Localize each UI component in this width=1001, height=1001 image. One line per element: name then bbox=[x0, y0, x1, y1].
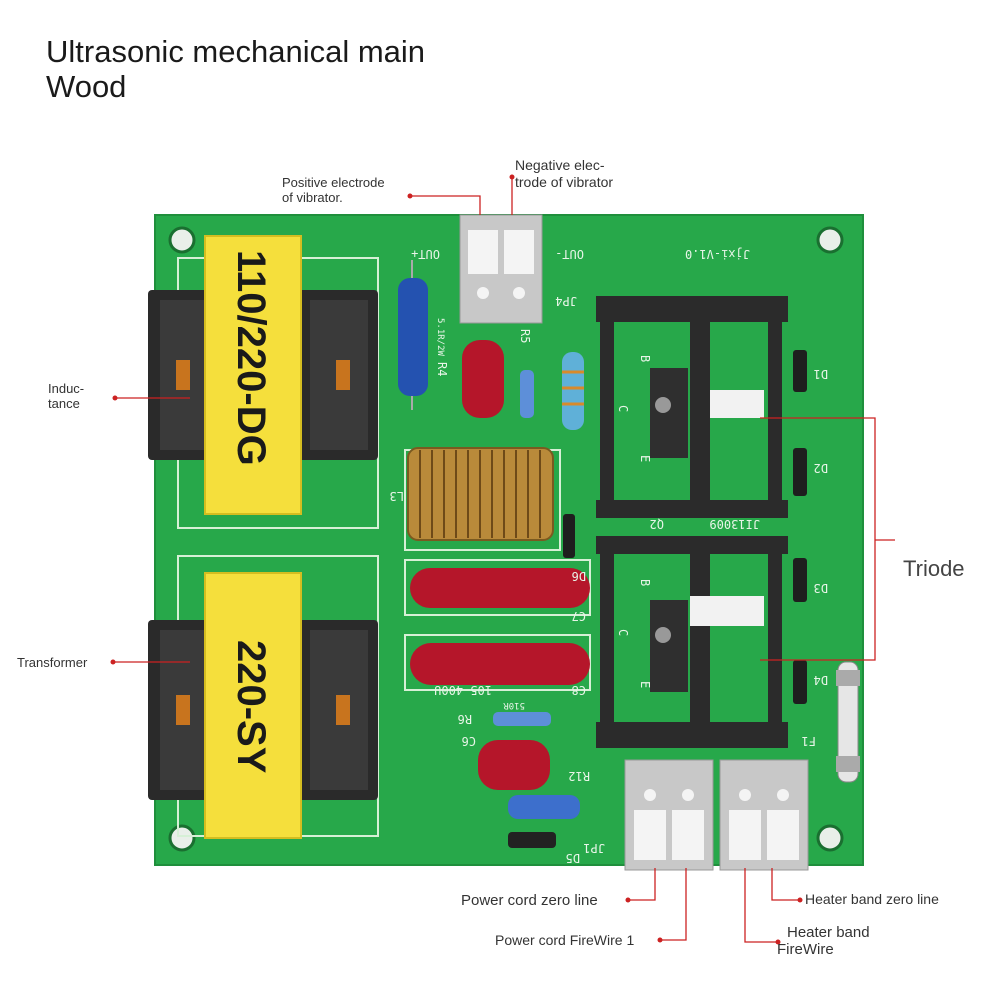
title-line-2: Wood bbox=[46, 69, 127, 104]
silk-model: Jjxi-V1.0 bbox=[685, 247, 750, 261]
silk-c-bottom: C bbox=[616, 629, 630, 636]
silk-d1: D1 bbox=[814, 367, 828, 381]
silk-e-bottom: E bbox=[638, 681, 652, 688]
silk-d3: D3 bbox=[814, 581, 828, 595]
resistor-r4 bbox=[398, 260, 428, 410]
silk-e-top: E bbox=[638, 455, 652, 462]
silk-r6-value: 510R bbox=[503, 700, 525, 710]
label-heater-fire: Heater band FireWire bbox=[777, 924, 870, 958]
silk-b-bottom: B bbox=[638, 579, 652, 586]
label-inductance-line2: tance bbox=[48, 396, 80, 411]
main-transformer bbox=[148, 572, 378, 839]
vibrator-connector bbox=[459, 214, 543, 324]
silk-c7: C7 bbox=[572, 609, 586, 623]
title-line-1: Ultrasonic mechanical main bbox=[46, 34, 426, 69]
label-heater-fire-line2: FireWire bbox=[777, 941, 834, 958]
label-inductance-line1: Induc- bbox=[48, 381, 85, 396]
label-heater-fire-line1: Heater band bbox=[787, 924, 870, 941]
label-negative-electrode-line2: trode of vibrator bbox=[515, 174, 614, 190]
silk-out-minus: OUT- bbox=[555, 247, 584, 261]
label-triode: Triode bbox=[903, 556, 965, 581]
power-connector bbox=[624, 759, 714, 871]
transformer-top-label: 110/220-DG bbox=[229, 250, 273, 466]
label-negative-electrode-line1: Negative elec- bbox=[515, 157, 605, 173]
silk-r6: R6 bbox=[458, 712, 472, 726]
diodes bbox=[563, 350, 807, 704]
small-resistors bbox=[493, 352, 584, 848]
label-negative-electrode: Negative elec- trode of vibrator bbox=[515, 157, 613, 191]
silk-c8-value: 105 400U bbox=[434, 683, 492, 697]
silk-c6: C6 bbox=[462, 734, 476, 748]
silk-r4: R4 bbox=[435, 362, 449, 376]
label-transformer: Transformer bbox=[17, 655, 88, 670]
label-power-fire: Power cord FireWire 1 bbox=[495, 932, 635, 948]
page-title: Ultrasonic mechanical main Wood bbox=[46, 34, 425, 104]
silkscreen-text: OUT+ OUT- JP4 Jjxi-V1.0 R4 5.1R/2W R5 D1… bbox=[390, 247, 828, 865]
label-power-zero: Power cord zero line bbox=[461, 892, 598, 909]
heatsinks bbox=[596, 296, 788, 748]
silk-r5: R5 bbox=[518, 329, 532, 343]
silk-f1: F1 bbox=[802, 734, 816, 748]
transistors bbox=[650, 368, 764, 692]
silk-jp1: JP1 bbox=[583, 841, 605, 855]
silk-l3: L3 bbox=[390, 489, 404, 503]
label-inductance: Induc- tance bbox=[48, 381, 84, 411]
silk-out-plus: OUT+ bbox=[411, 247, 440, 261]
mounting-holes bbox=[168, 226, 844, 852]
silk-transistor: JI13009 bbox=[709, 517, 760, 531]
silk-d2: D2 bbox=[814, 461, 828, 475]
fuse bbox=[836, 661, 860, 783]
transformer-bottom-label: 220-SY bbox=[229, 640, 273, 774]
label-positive-electrode-line1: Positive electrode bbox=[282, 175, 385, 190]
silk-d6: D6 bbox=[572, 569, 586, 583]
silk-jp4: JP4 bbox=[555, 294, 577, 308]
silk-r12: R12 bbox=[568, 769, 590, 783]
heater-connector bbox=[719, 759, 809, 871]
callout-lines bbox=[113, 177, 895, 943]
capacitors bbox=[410, 340, 590, 790]
silk-b-top: B bbox=[638, 355, 652, 362]
callout-dots bbox=[110, 174, 803, 945]
label-heater-zero: Heater band zero line bbox=[805, 891, 939, 907]
label-positive-electrode: Positive electrode of vibrator. bbox=[282, 175, 385, 205]
silk-c-top: C bbox=[616, 405, 630, 412]
label-positive-electrode-line2: of vibrator. bbox=[282, 190, 343, 205]
silk-d4: D4 bbox=[814, 673, 828, 687]
coil-inductor bbox=[407, 447, 554, 541]
silk-q2: Q2 bbox=[650, 517, 664, 531]
inductance-transformer bbox=[148, 235, 378, 515]
silk-r4-value: 5.1R/2W bbox=[435, 318, 445, 357]
silk-d5: D5 bbox=[566, 851, 580, 865]
silk-c8: C8 bbox=[572, 683, 586, 697]
